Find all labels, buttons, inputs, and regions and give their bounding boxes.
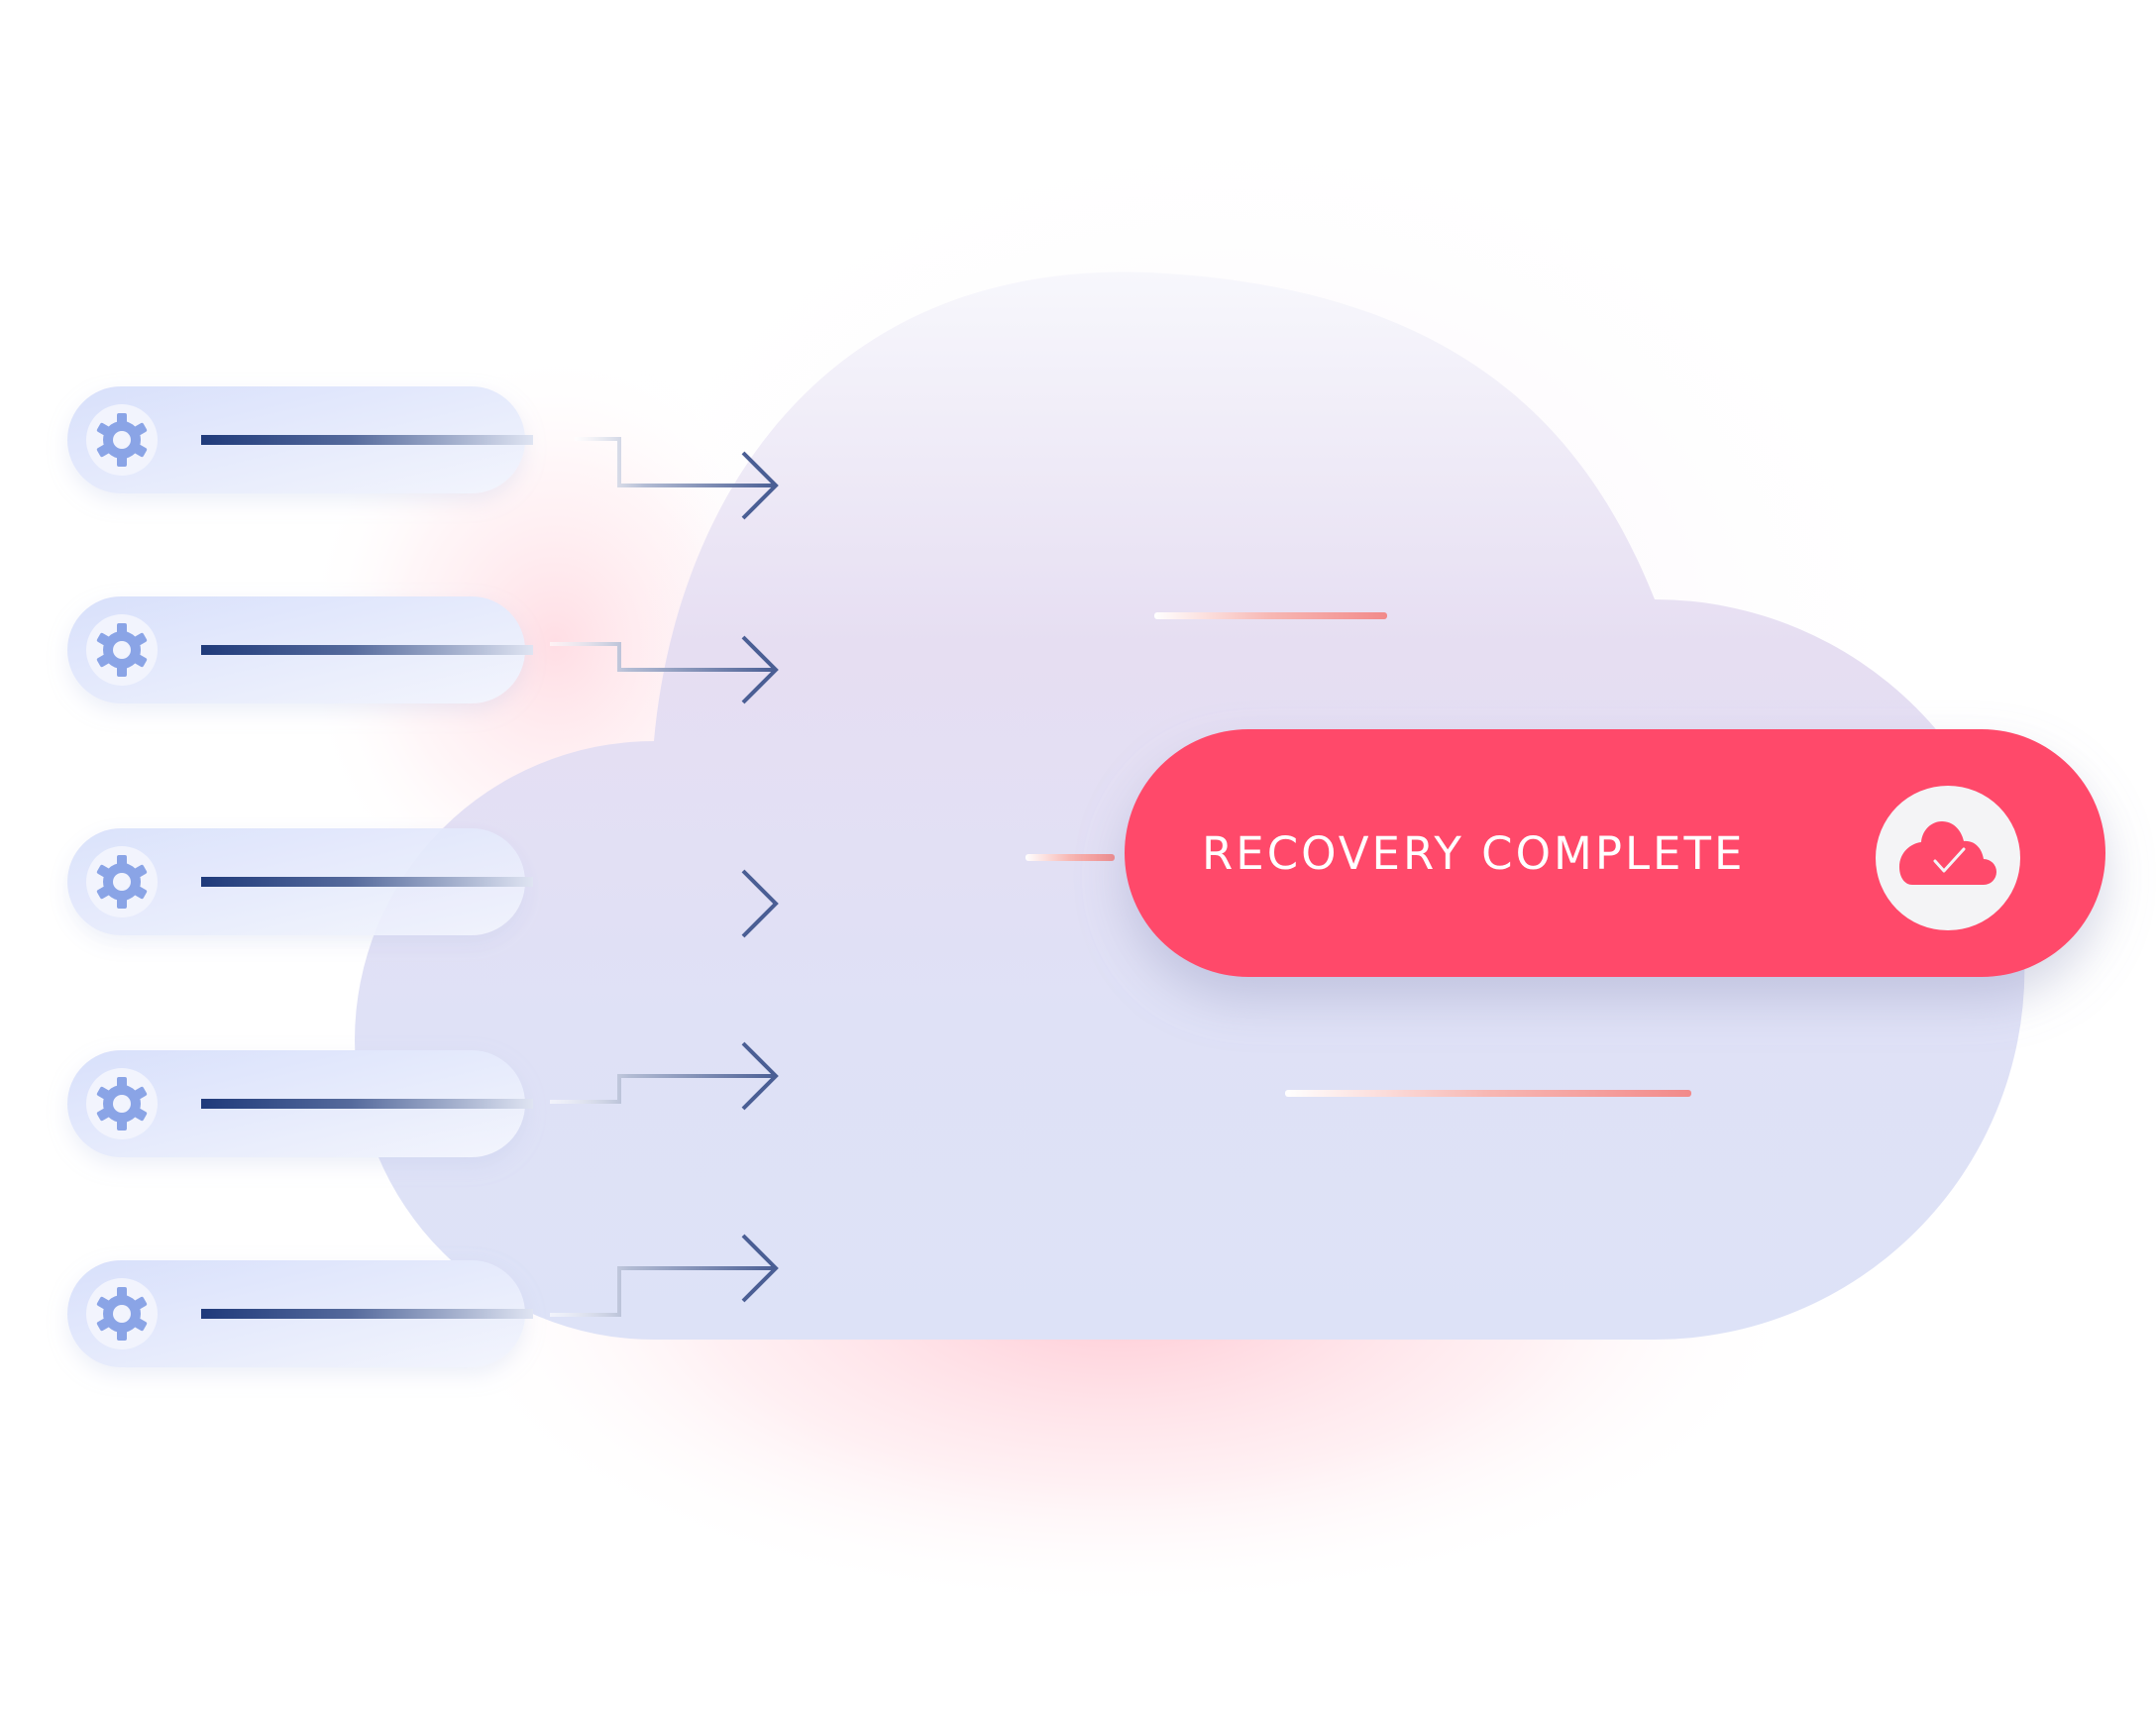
source-label-bar (201, 645, 533, 655)
gear-icon (96, 623, 148, 677)
coral-line-top (1154, 612, 1387, 619)
source-label-bar (201, 877, 533, 887)
recovery-status-label: RECOVERY COMPLETE (1202, 827, 1745, 880)
source-item-5 (67, 1260, 533, 1367)
connector-arrow-5 (550, 1234, 779, 1317)
source-label-bar (201, 435, 533, 445)
recovery-status-pill (1125, 729, 2105, 977)
source-item-3 (67, 828, 533, 935)
coral-line-middle (1025, 854, 1115, 861)
cloud-check-icon (1876, 786, 2020, 930)
connector-arrow-3 (619, 869, 779, 938)
gear-icon (96, 413, 148, 467)
source-item-1 (67, 386, 533, 493)
connector-arrow-2 (550, 635, 779, 704)
source-label-bar (201, 1309, 533, 1319)
coral-line-bottom (1285, 1090, 1691, 1097)
source-item-2 (67, 596, 533, 703)
gear-icon (96, 855, 148, 909)
connector-arrow-1 (575, 437, 779, 520)
gear-icon (96, 1287, 148, 1341)
connector-arrow-4 (550, 1041, 779, 1111)
source-label-bar (201, 1099, 533, 1109)
gear-icon (96, 1077, 148, 1131)
source-item-4 (67, 1050, 533, 1157)
